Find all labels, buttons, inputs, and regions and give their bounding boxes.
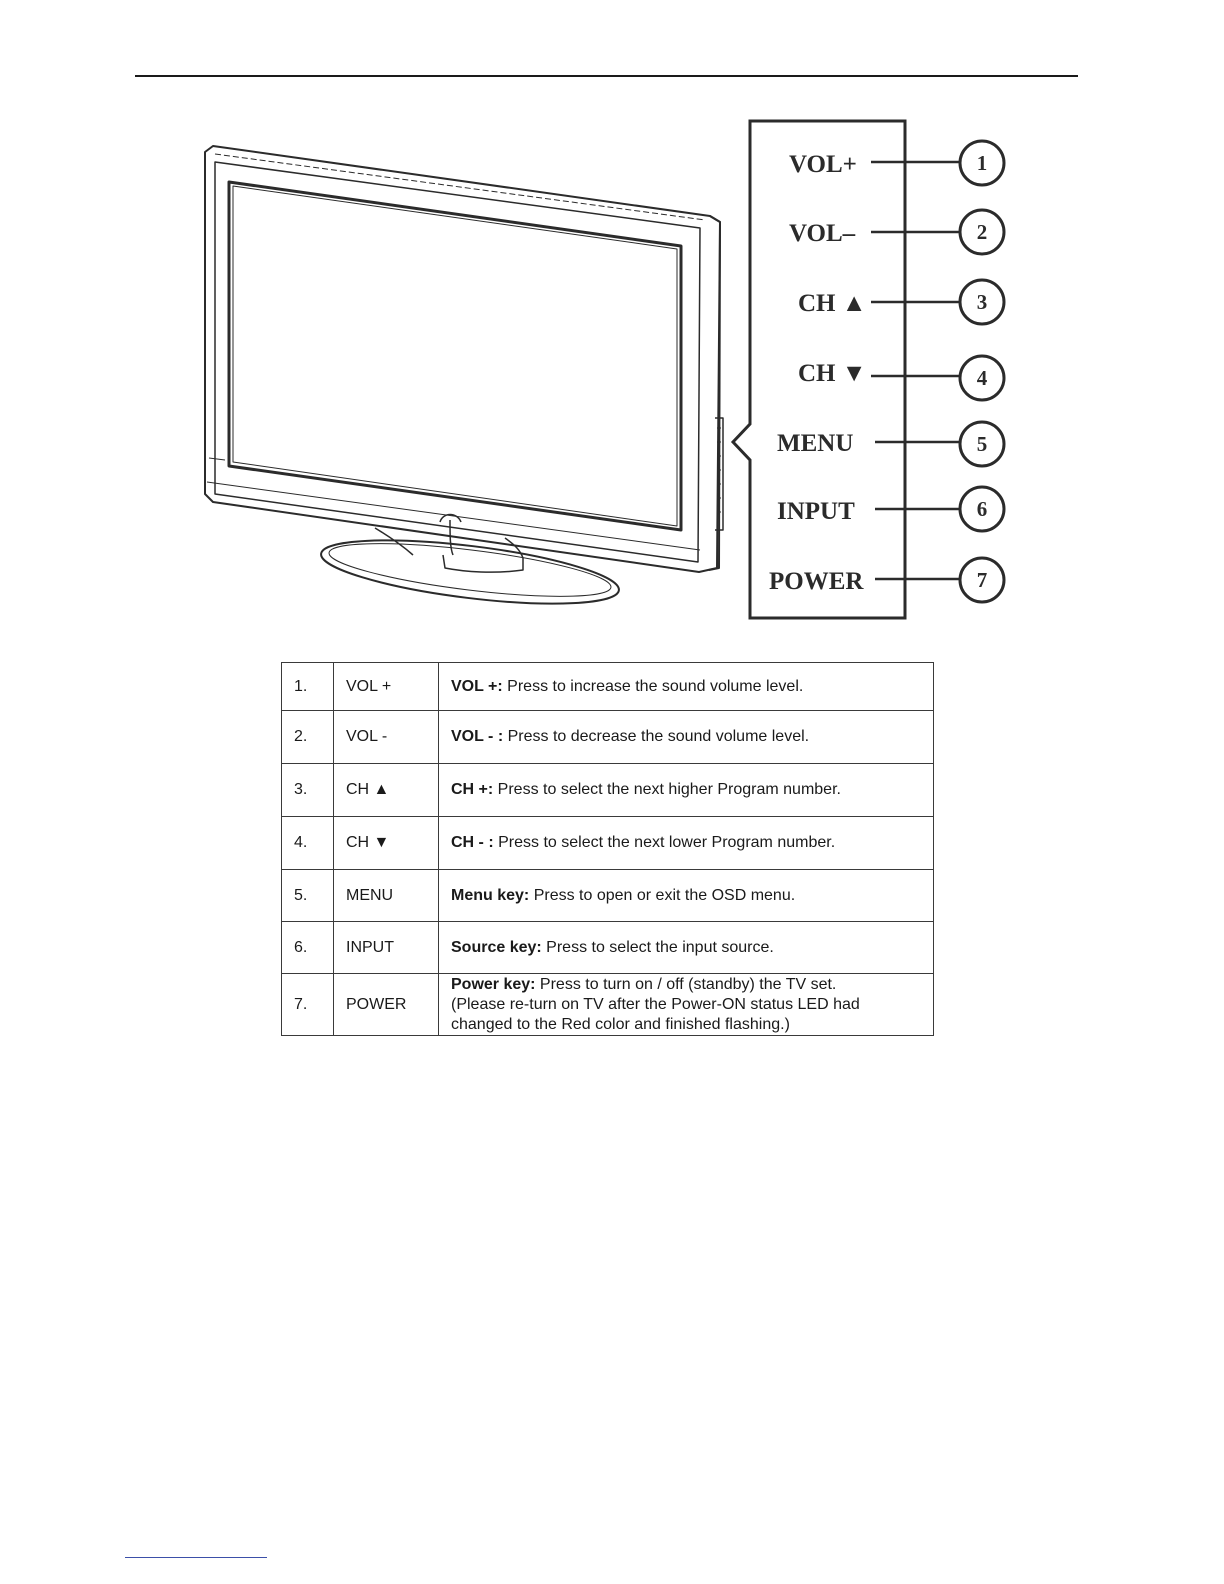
row-key-name: CH ▼ (333, 816, 439, 870)
row-number: 5. (281, 869, 334, 922)
callout-circle-4 (958, 354, 1006, 402)
row-term: VOL - : (451, 728, 504, 745)
row-number: 2. (281, 710, 334, 764)
callout-circle-2 (958, 208, 1006, 256)
tv-stand-neck (374, 519, 524, 559)
row-term: VOL +: (451, 677, 503, 695)
row-number: 4. (281, 816, 334, 870)
callout-circle-3 (958, 278, 1006, 326)
row-key-name: VOL + (333, 662, 439, 711)
row-description: Power key: Press to turn on / off (stand… (438, 973, 934, 1036)
row-desc-text: Press to select the next higher Program … (493, 781, 841, 798)
row-term: CH +: (451, 781, 494, 798)
row-desc-text: Press to open or exit the OSD menu. (529, 886, 796, 904)
callout-number-6: 6 (977, 497, 988, 521)
callout-number-5: 5 (977, 432, 988, 456)
row-key-name: MENU (333, 869, 439, 922)
row-term: Menu key: (451, 886, 530, 904)
table-row: 2. VOL - VOL - : Press to decrease the s… (281, 710, 934, 764)
row-description: CH - : Press to select the next lower Pr… (438, 816, 934, 870)
callout-number-4: 4 (977, 366, 988, 390)
row-number: 1. (281, 662, 334, 711)
row-desc-text: Press to select the input source. (541, 938, 774, 956)
control-label-power: POWER (769, 568, 864, 595)
table-row: 1. VOL + VOL +: Press to increase the so… (281, 662, 934, 711)
row-key-name: CH ▲ (333, 763, 439, 817)
callout-circle-6 (958, 485, 1006, 533)
row-number: 6. (281, 921, 334, 974)
row-description: Menu key: Press to open or exit the OSD … (438, 869, 934, 922)
row-desc-note: (Please re-turn on TV after the Power-ON… (451, 995, 860, 1033)
tv-front-panel-figure: 1 2 3 4 5 6 7 VOL+ VOL– CH ▲ CH ▼ MENU I… (195, 110, 1025, 630)
row-description: VOL +: Press to increase the sound volum… (438, 662, 934, 711)
row-desc-text: Press to select the next lower Program n… (493, 834, 836, 851)
table-row: 7. POWER Power key: Press to turn on / o… (281, 973, 934, 1036)
tv-screen (227, 180, 683, 532)
control-label-ch-down: CH ▼ (798, 360, 867, 387)
table-row: 6. INPUT Source key: Press to select the… (281, 921, 934, 974)
callout-number-1: 1 (977, 151, 988, 175)
table-row: 4. CH ▼ CH - : Press to select the next … (281, 816, 934, 870)
row-number: 7. (281, 973, 334, 1036)
row-description: Source key: Press to select the input so… (438, 921, 934, 974)
tv-bezel (204, 145, 721, 573)
table-row: 5. MENU Menu key: Press to open or exit … (281, 869, 934, 922)
side-button-strip (715, 417, 724, 531)
control-keys-table: 1. VOL + VOL +: Press to increase the so… (281, 662, 934, 1036)
row-term: CH - : (451, 834, 494, 851)
row-description: VOL - : Press to decrease the sound volu… (438, 710, 934, 764)
row-description: CH +: Press to select the next higher Pr… (438, 763, 934, 817)
row-key-name: POWER (333, 973, 439, 1036)
control-label-input: INPUT (777, 498, 855, 525)
tv-stand-base (320, 539, 620, 605)
header-rule (135, 75, 1078, 77)
control-label-ch-up: CH ▲ (798, 290, 867, 317)
control-label-vol-down: VOL– (789, 220, 856, 247)
callout-circle-5 (958, 420, 1006, 468)
callout-circle-1 (958, 139, 1006, 187)
tv-bezel-inner (214, 161, 701, 563)
row-number: 3. (281, 763, 334, 817)
row-desc-text: Press to decrease the sound volume level… (503, 728, 810, 745)
row-key-name: INPUT (333, 921, 439, 974)
row-desc-text: Press to increase the sound volume level… (502, 677, 804, 695)
table-row: 3. CH ▲ CH +: Press to select the next h… (281, 763, 934, 817)
footer-link-rule (125, 1557, 267, 1558)
callout-circle-7 (958, 556, 1006, 604)
row-desc-text: Press to turn on / off (standby) the TV … (535, 975, 837, 993)
tv-diagram: 1 2 3 4 5 6 7 VOL+ VOL– CH ▲ CH ▼ MENU I… (204, 119, 1006, 620)
callout-number-7: 7 (977, 568, 988, 592)
callout-number-2: 2 (977, 220, 988, 244)
tv-side (708, 215, 721, 571)
control-label-vol-up: VOL+ (789, 151, 857, 178)
control-label-menu: MENU (777, 430, 853, 457)
callout-number-3: 3 (977, 290, 988, 314)
row-key-name: VOL - (333, 710, 439, 764)
row-term: Power key: (451, 975, 536, 993)
row-term: Source key: (451, 938, 542, 956)
control-panel-bracket (730, 119, 907, 620)
